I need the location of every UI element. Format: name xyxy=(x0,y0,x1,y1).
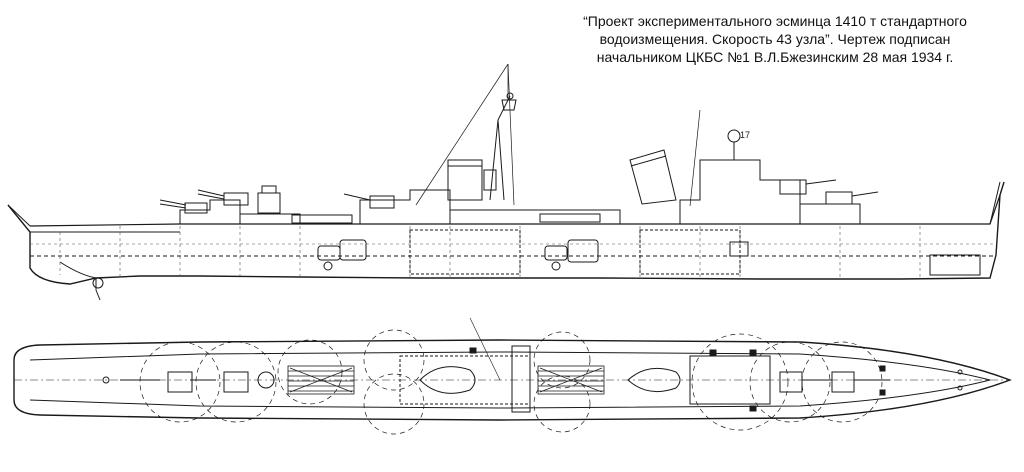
plan-gun-mounts xyxy=(120,371,890,393)
funnel-2 xyxy=(629,149,677,205)
torpedo-tube-fwd xyxy=(291,214,353,224)
plan-deckhouse-aft xyxy=(689,355,771,405)
plan-boat xyxy=(511,345,531,413)
plan-deckhouse-mid xyxy=(399,355,531,405)
forward-superstructure xyxy=(179,199,241,224)
gun-mount-1 xyxy=(159,199,208,214)
rudder xyxy=(95,289,101,301)
machinery-units xyxy=(317,239,749,271)
aft-deckhouse xyxy=(799,203,861,225)
caption-line-2: водоизмещения. Скорость 43 узла”. Чертеж… xyxy=(599,31,951,47)
director-tower xyxy=(257,185,281,214)
torpedo-tube-aft xyxy=(539,213,601,223)
gun-mount-2 xyxy=(197,189,249,206)
station-mark: 17 xyxy=(740,130,750,140)
caption-line-3: начальником ЦКБС №1 В.Л.Бжезинским 28 ма… xyxy=(596,49,954,65)
engine-room-1 xyxy=(409,229,521,275)
plan-view xyxy=(13,317,1012,435)
aft-superstructure xyxy=(679,159,801,224)
caption-line-1: “Проект экспериментального эсминца 1410 … xyxy=(583,13,967,29)
main-deck-line xyxy=(29,194,1001,227)
propeller-mark xyxy=(92,277,104,289)
mid-deckhouse xyxy=(359,189,451,224)
gun-mount-5 xyxy=(825,191,879,205)
hull-profile xyxy=(7,181,1005,285)
gun-arcs xyxy=(139,329,883,435)
funnel-1 xyxy=(447,159,483,201)
plan-stay xyxy=(469,317,501,381)
plan-funnel-1 xyxy=(419,366,476,394)
plan-torpedo-tubes xyxy=(287,365,605,395)
stern-keel xyxy=(59,261,97,290)
engine-room-2 xyxy=(639,229,741,275)
aft-compartment xyxy=(929,254,981,276)
bridge-deck xyxy=(240,213,301,224)
bow-stem xyxy=(7,204,31,227)
plan-funnel-2 xyxy=(627,367,681,393)
funnel-2-cap xyxy=(630,155,667,167)
rigging xyxy=(415,63,515,206)
mast-platform xyxy=(501,99,517,111)
plan-hatches xyxy=(289,367,603,393)
crane-mast xyxy=(483,92,514,201)
mid-deckhouse-2 xyxy=(450,209,621,224)
frame-lines xyxy=(30,226,996,279)
gun-mount-4 xyxy=(779,179,837,195)
side-elevation: 17 xyxy=(7,63,1005,301)
plan-fittings xyxy=(102,347,963,412)
gun-mount-3 xyxy=(343,193,395,209)
aft-stay xyxy=(689,109,701,207)
rangefinder xyxy=(727,129,741,143)
drawing-caption: “Проект экспериментального эсминца 1410 … xyxy=(540,12,1010,66)
ensign-staff xyxy=(989,181,1001,225)
